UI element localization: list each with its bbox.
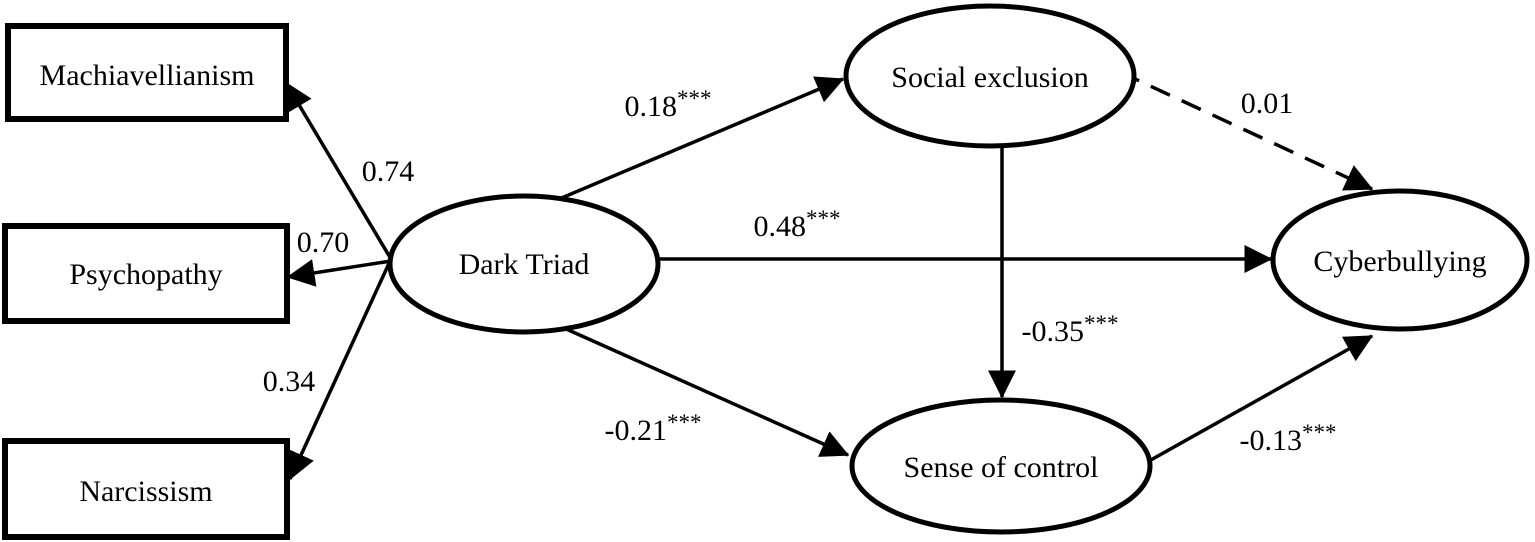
latent-node-social-exclusion: Social exclusion bbox=[843, 3, 1137, 149]
coefficient-socialexclusion-senseofcontrol: -0.35*** bbox=[1022, 311, 1119, 348]
narcissism-label: Narcissism bbox=[79, 475, 212, 508]
sense-of-control-label: Sense of control bbox=[904, 451, 1099, 484]
loading-value-psychopathy: 0.70 bbox=[297, 226, 350, 259]
significance-stars: *** bbox=[677, 86, 712, 111]
observed-node-machiavellianism: Machiavellianism bbox=[5, 23, 289, 122]
coefficient-value: 0.01 bbox=[1241, 87, 1294, 120]
machiavellianism-rect bbox=[5, 23, 289, 122]
social-exclusion-ellipse bbox=[843, 3, 1137, 149]
coefficient-darktriad-senseofcontrol: -0.21*** bbox=[605, 410, 702, 447]
narcissism-rect bbox=[2, 438, 290, 540]
observed-node-psychopathy: Psychopathy bbox=[2, 223, 290, 324]
coefficient-value: -0.21 bbox=[605, 414, 668, 447]
dark-triad-ellipse bbox=[387, 193, 661, 335]
significance-stars: *** bbox=[1084, 311, 1119, 336]
social-exclusion-label: Social exclusion bbox=[891, 61, 1088, 94]
observed-node-narcissism: Narcissism bbox=[2, 438, 290, 540]
loading-value-narcissism: 0.34 bbox=[263, 365, 316, 398]
coefficient-value: -0.13 bbox=[1240, 424, 1303, 457]
coefficient-darktriad-cyberbullying: 0.48*** bbox=[754, 206, 841, 243]
coefficient-darktriad-socialexclusion: 0.18*** bbox=[625, 86, 712, 123]
path-arrow-darktriad-senseofcontrol bbox=[554, 322, 850, 457]
significance-stars: *** bbox=[1302, 420, 1337, 445]
coefficient-value: 0.48 bbox=[754, 210, 807, 243]
coefficient-value: -0.35 bbox=[1022, 315, 1085, 348]
dark-triad-label: Dark Triad bbox=[459, 248, 590, 281]
significance-stars: *** bbox=[667, 410, 702, 435]
loading-arrow-narcissism bbox=[288, 258, 393, 481]
latent-node-cyberbullying: Cyberbullying bbox=[1270, 188, 1530, 332]
loading-value-machiavellianism: 0.74 bbox=[362, 155, 415, 188]
path-arrow-darktriad-socialexclusion bbox=[544, 76, 845, 207]
loading-arrow-psychopathy bbox=[286, 259, 392, 287]
psychopathy-rect bbox=[2, 223, 290, 324]
sense-of-control-ellipse bbox=[849, 397, 1153, 535]
machiavellianism-label: Machiavellianism bbox=[40, 59, 255, 92]
significance-stars: *** bbox=[806, 206, 841, 231]
cyberbullying-label: Cyberbullying bbox=[1313, 245, 1486, 278]
psychopathy-label: Psychopathy bbox=[69, 258, 222, 291]
path-arrow-senseofcontrol-cyberbullying bbox=[1139, 334, 1374, 468]
coefficient-value: 0.18 bbox=[625, 90, 678, 123]
coefficient-senseofcontrol-cyberbullying: -0.13*** bbox=[1240, 420, 1337, 457]
latent-node-sense-of-control: Sense of control bbox=[849, 397, 1153, 535]
path-arrow-socialexclusion-cyberbullying-dashed bbox=[1119, 70, 1374, 191]
loading-arrow-machiavellianism bbox=[284, 81, 393, 260]
coefficient-socialexclusion-cyberbullying: 0.01 bbox=[1241, 87, 1294, 120]
latent-node-dark-triad: Dark Triad bbox=[387, 193, 661, 335]
cyberbullying-ellipse bbox=[1270, 188, 1530, 332]
